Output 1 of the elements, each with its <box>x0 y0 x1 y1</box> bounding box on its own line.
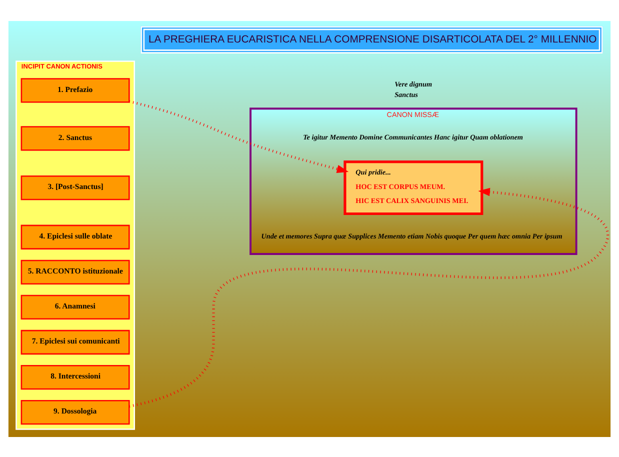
diagram-title: LA PREGHIERA EUCARISTICA NELLA COMPRENSIONE DISARTICOLATA DEL 2° MILLENNIO <box>148 34 597 45</box>
